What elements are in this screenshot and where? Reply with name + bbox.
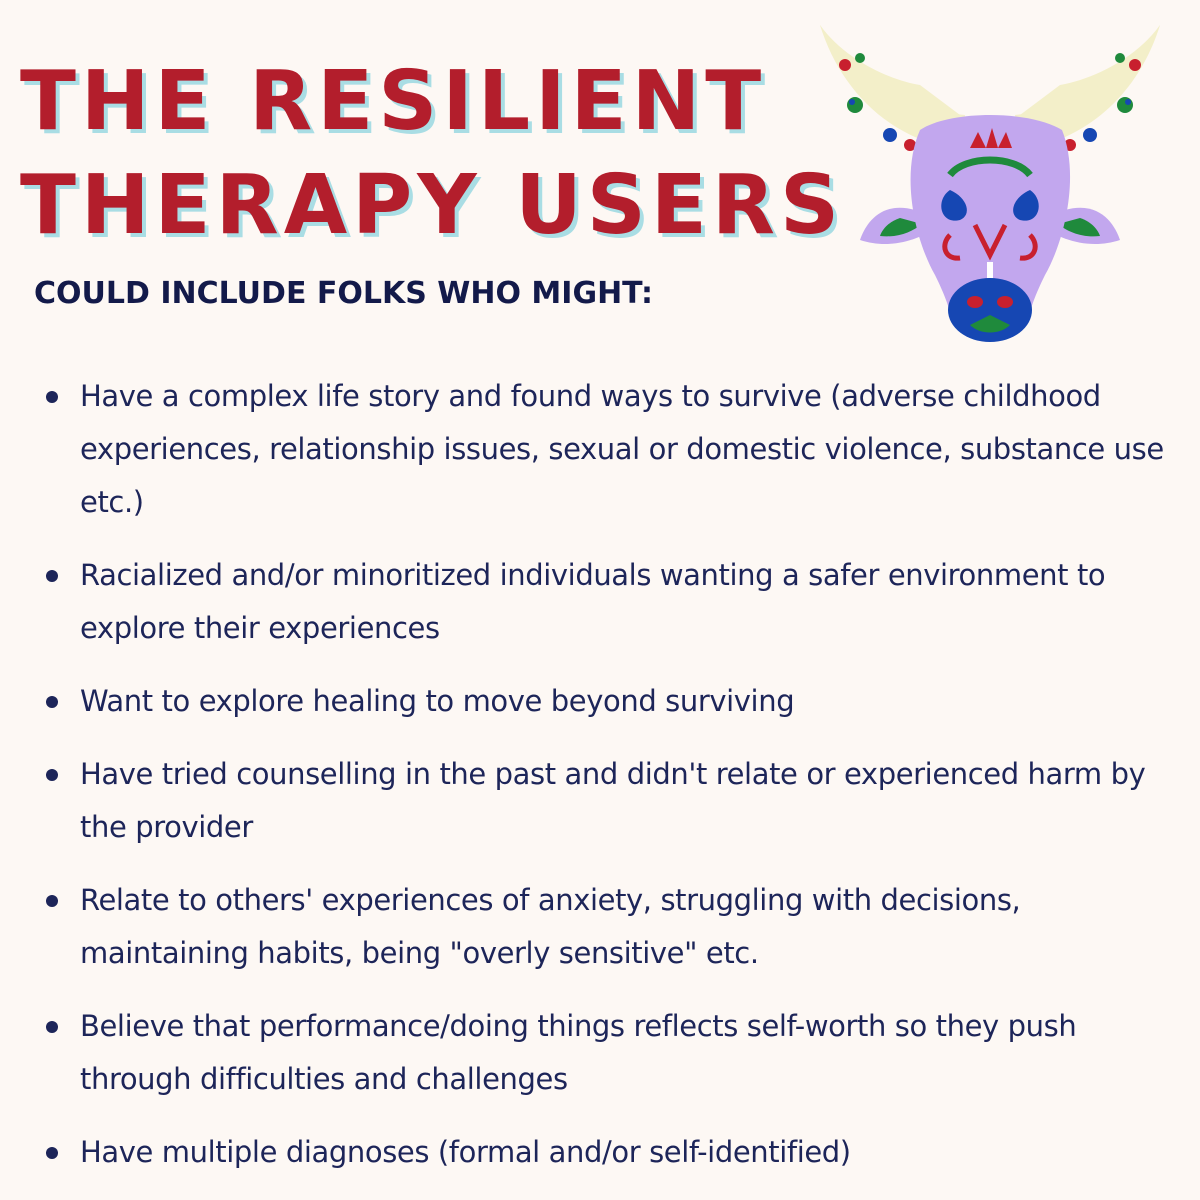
list-item: Have tried counselling in the past and d… [40, 748, 1190, 854]
list-item: Racialized and/or minoritized individual… [40, 549, 1190, 655]
list-item: Have a complex life story and found ways… [40, 370, 1190, 529]
decorated-bull-head-icon [820, 25, 1160, 342]
title-line-2: THERAPY USERS [20, 158, 845, 253]
list-item: Want to explore healing to move beyond s… [40, 675, 1190, 728]
subtitle: COULD INCLUDE FOLKS WHO MIGHT: [34, 276, 653, 311]
list-item: Relate to others' experiences of anxiety… [40, 874, 1190, 980]
list-item: Believe that performance/doing things re… [40, 1000, 1190, 1106]
title-line-1: THE RESILIENT [20, 54, 767, 149]
list-item: Have multiple diagnoses (formal and/or s… [40, 1126, 1190, 1179]
page-title: THE RESILIENT THERAPY USERS [20, 50, 844, 258]
criteria-list: Have a complex life story and found ways… [40, 370, 1190, 1199]
